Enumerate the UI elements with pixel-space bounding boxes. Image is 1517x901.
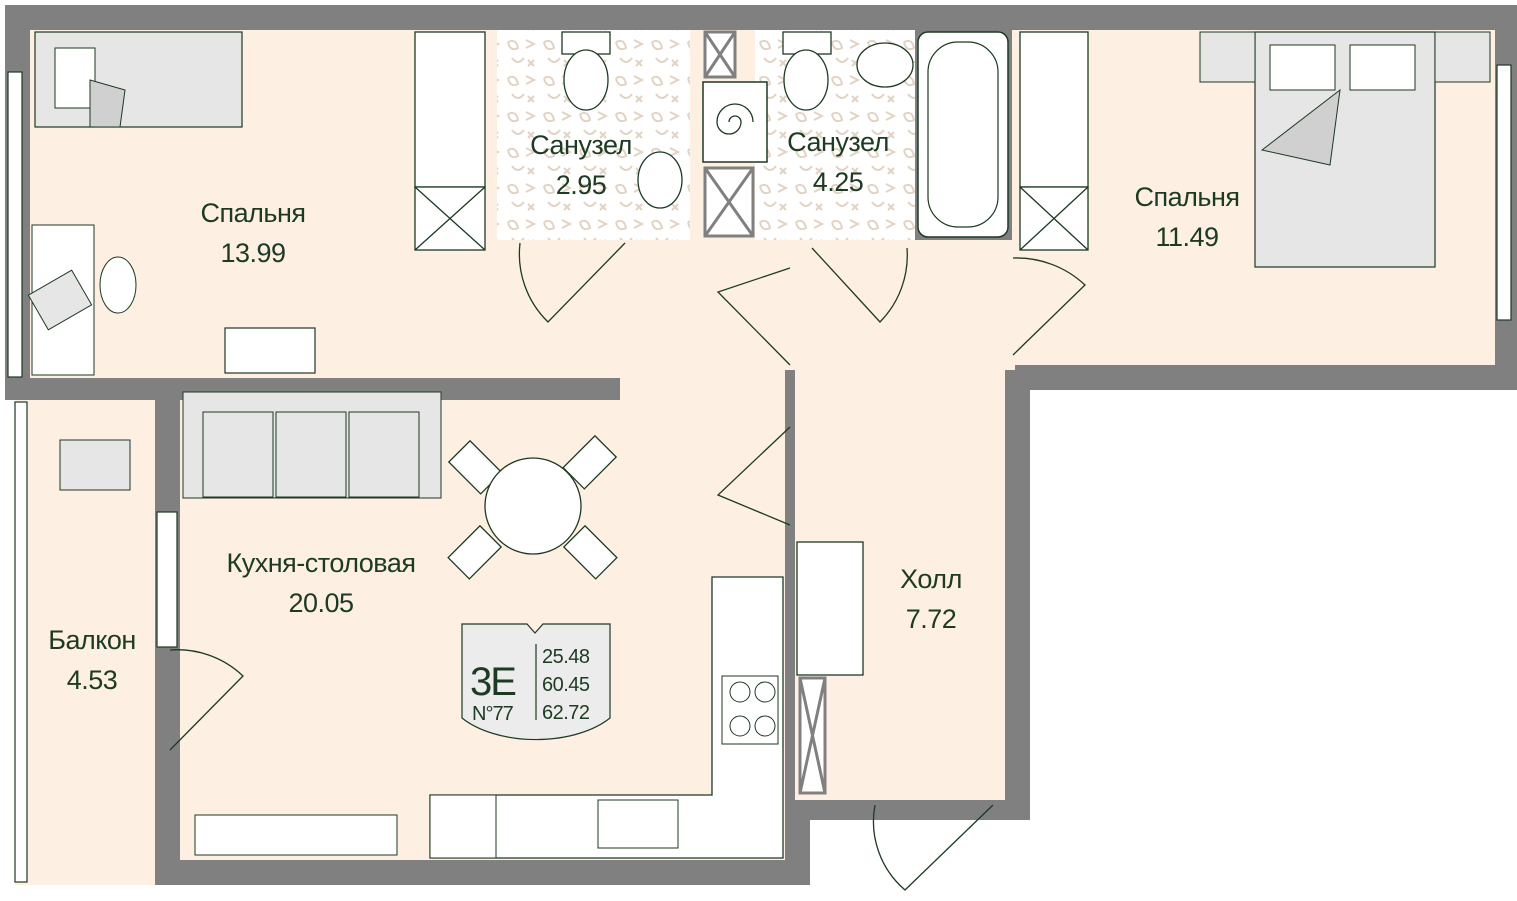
doors (169, 242, 1086, 891)
total-area-with-balcony: 62.72 (542, 702, 590, 724)
unit-number: N°77 (472, 703, 514, 725)
wardrobe (414, 31, 1089, 676)
room-label-balcony: Балкон 4.53 (48, 620, 136, 700)
shaft (703, 30, 827, 795)
unit-type: 3E (470, 660, 517, 704)
room-area: 4.25 (812, 167, 864, 197)
room-name: Спальня (200, 198, 307, 228)
corridor-floor (785, 240, 1015, 370)
dining-table (447, 434, 618, 580)
room-label-bedroom-1: Спальня 13.99 (200, 193, 307, 273)
room-name: Балкон (48, 625, 136, 655)
total-area: 60.45 (542, 674, 590, 696)
plant (59, 439, 131, 491)
water-heater (702, 81, 768, 163)
room-name: Санузел (787, 127, 889, 157)
room-label-kitchen: Кухня-столовая 20.05 (226, 543, 417, 623)
bathtub (917, 31, 1009, 238)
room-area: 11.49 (1155, 222, 1219, 252)
unit-areas: 25.48 60.45 62.72 (542, 643, 590, 727)
room-label-bathroom-1: Санузел 2.95 (530, 125, 632, 205)
room-area: 20.05 (288, 588, 354, 618)
room-area: 2.95 (555, 170, 607, 200)
room-name: Спальня (1134, 182, 1241, 212)
room-name: Холл (900, 564, 962, 594)
room-name: Санузел (530, 130, 632, 160)
room-area: 7.72 (905, 604, 957, 634)
room-area: 4.53 (66, 665, 118, 695)
room-area: 13.99 (220, 238, 286, 268)
living-area: 25.48 (542, 646, 590, 668)
room-label-bathroom-2: Санузел 4.25 (787, 122, 889, 202)
room-label-bedroom-2: Спальня 11.49 (1134, 177, 1241, 257)
room-name: Кухня-столовая (226, 548, 417, 578)
room-label-hall: Холл 7.72 (900, 559, 962, 639)
